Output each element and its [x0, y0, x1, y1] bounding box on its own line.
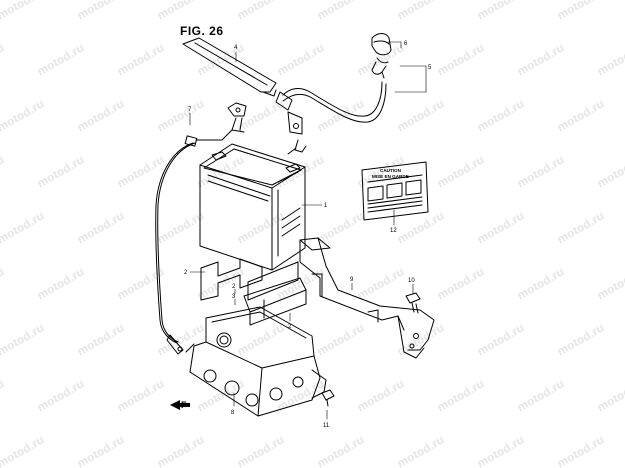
part-number-bracket: 9: [350, 277, 354, 283]
battery-cable: [275, 81, 387, 155]
part-number-plate-top: 2: [184, 270, 188, 276]
front-arrow-icon: F: [170, 400, 190, 410]
front-arrow-letter: F: [181, 400, 187, 410]
part-number-label: 12: [390, 228, 397, 234]
part-number-battery-case: 8: [231, 410, 235, 416]
bolt-lower: [321, 389, 335, 407]
part-number-cap: 5: [428, 65, 432, 71]
lead-wire: [155, 135, 223, 355]
battery-band: [182, 37, 277, 97]
part-number-bolt-upper: 10: [408, 278, 415, 284]
part-number-battery: 1: [324, 203, 328, 209]
part-number-lead-wire: 7: [188, 107, 192, 113]
terminal-cover: [371, 33, 392, 79]
battery-plate: [200, 258, 307, 326]
part-number-band: 4: [234, 45, 238, 51]
caution-label-line1: CAUTION: [380, 168, 402, 173]
caution-label-plate: [361, 161, 429, 221]
battery: [199, 143, 306, 271]
bolt-upper: [405, 292, 421, 314]
part-number-bolt-lower: 11: [323, 423, 330, 429]
caution-label-line2: MISE EN GARDE: [372, 174, 409, 179]
part-number-spacer: 3: [232, 294, 236, 300]
part-number-cover: 6: [404, 41, 408, 47]
part-number-plate-low: 2: [288, 324, 292, 330]
battery-case: [185, 306, 327, 417]
battery-bracket: [299, 237, 435, 359]
figure-title: FIG. 26: [180, 24, 224, 38]
part-number-plate-mid: 2: [232, 284, 236, 290]
terminal-top: [221, 102, 247, 141]
